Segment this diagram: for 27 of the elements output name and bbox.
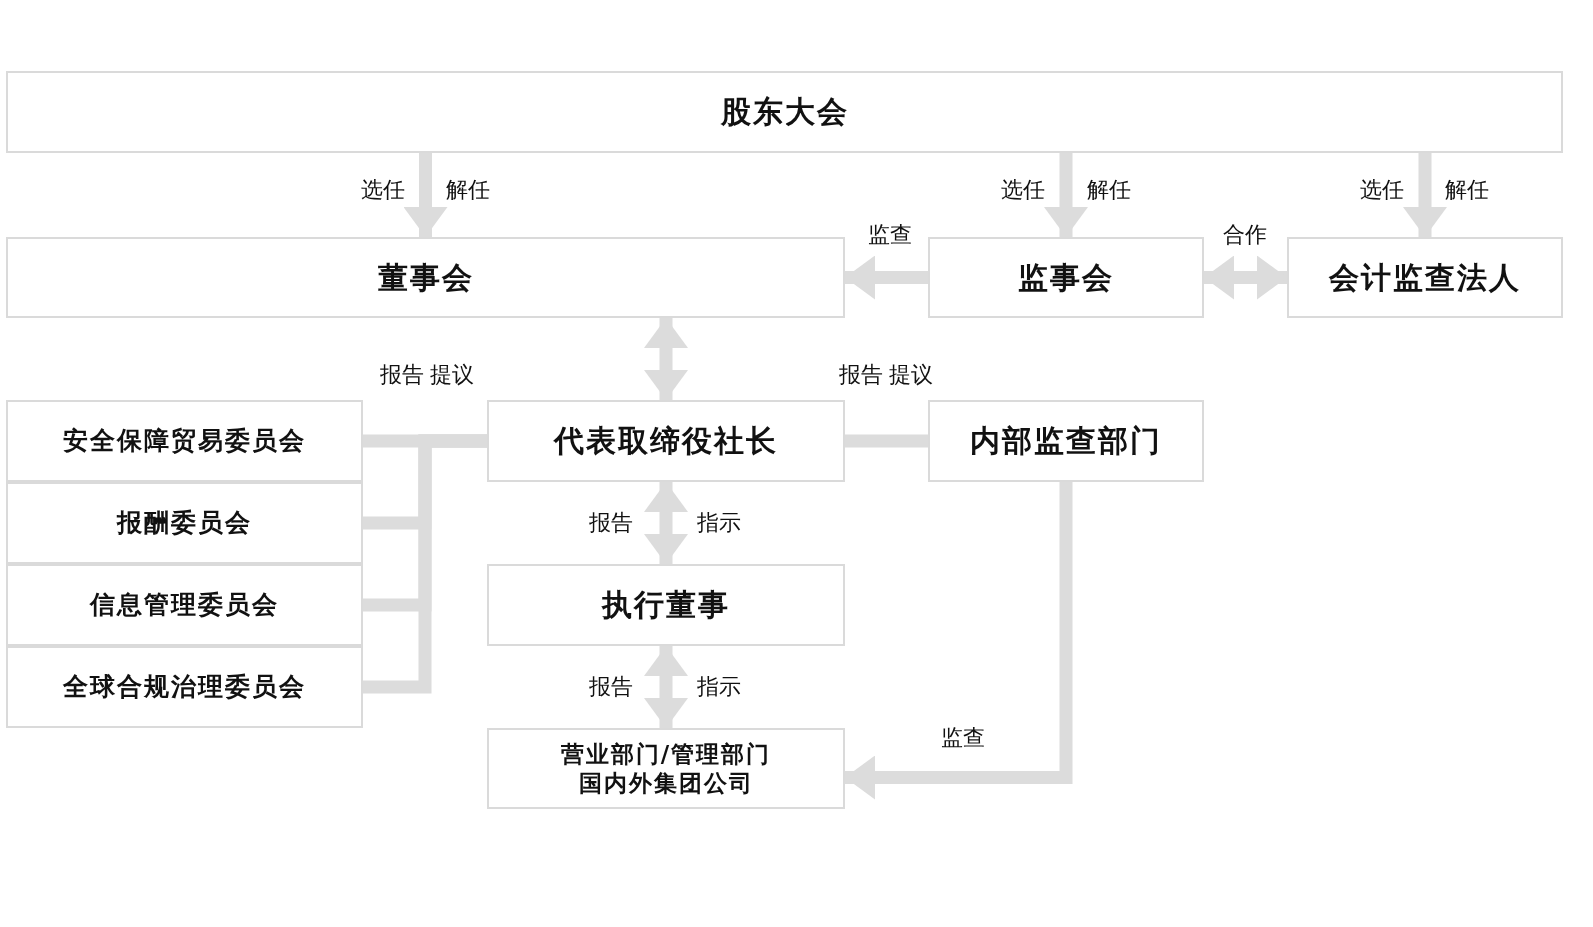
org-box: 监事会 [928, 237, 1204, 318]
org-box: 信息管理委员会 [6, 564, 363, 646]
org-box: 代表取缔役社长 [487, 400, 845, 482]
arrow [1044, 153, 1088, 237]
arrow [644, 646, 688, 728]
arrow [1403, 153, 1447, 237]
org-box: 会计监查法人 [1287, 237, 1563, 318]
note-label: 报告 提议 [836, 361, 936, 389]
org-box: 报酬委员会 [6, 482, 363, 564]
org-box: 营业部门/管理部门国内外集团公司 [487, 728, 845, 809]
edge-label: 报告 [587, 509, 635, 537]
arrow [644, 482, 688, 564]
arrow [644, 318, 688, 400]
org-box: 股东大会 [6, 71, 1563, 153]
org-box: 执行董事 [487, 564, 845, 646]
org-box: 内部监查部门 [928, 400, 1204, 482]
arrow [1204, 255, 1287, 300]
note-label: 报告 提议 [377, 361, 477, 389]
org-box: 董事会 [6, 237, 845, 318]
arrow [845, 482, 1073, 800]
edge-label: 合作 [1221, 221, 1269, 249]
org-box: 安全保障贸易委员会 [6, 400, 363, 482]
edge-label: 报告 [587, 673, 635, 701]
connector-line [845, 434, 928, 448]
org-box: 全球合规治理委员会 [6, 646, 363, 728]
arrow [845, 255, 928, 300]
arrow [403, 153, 448, 237]
